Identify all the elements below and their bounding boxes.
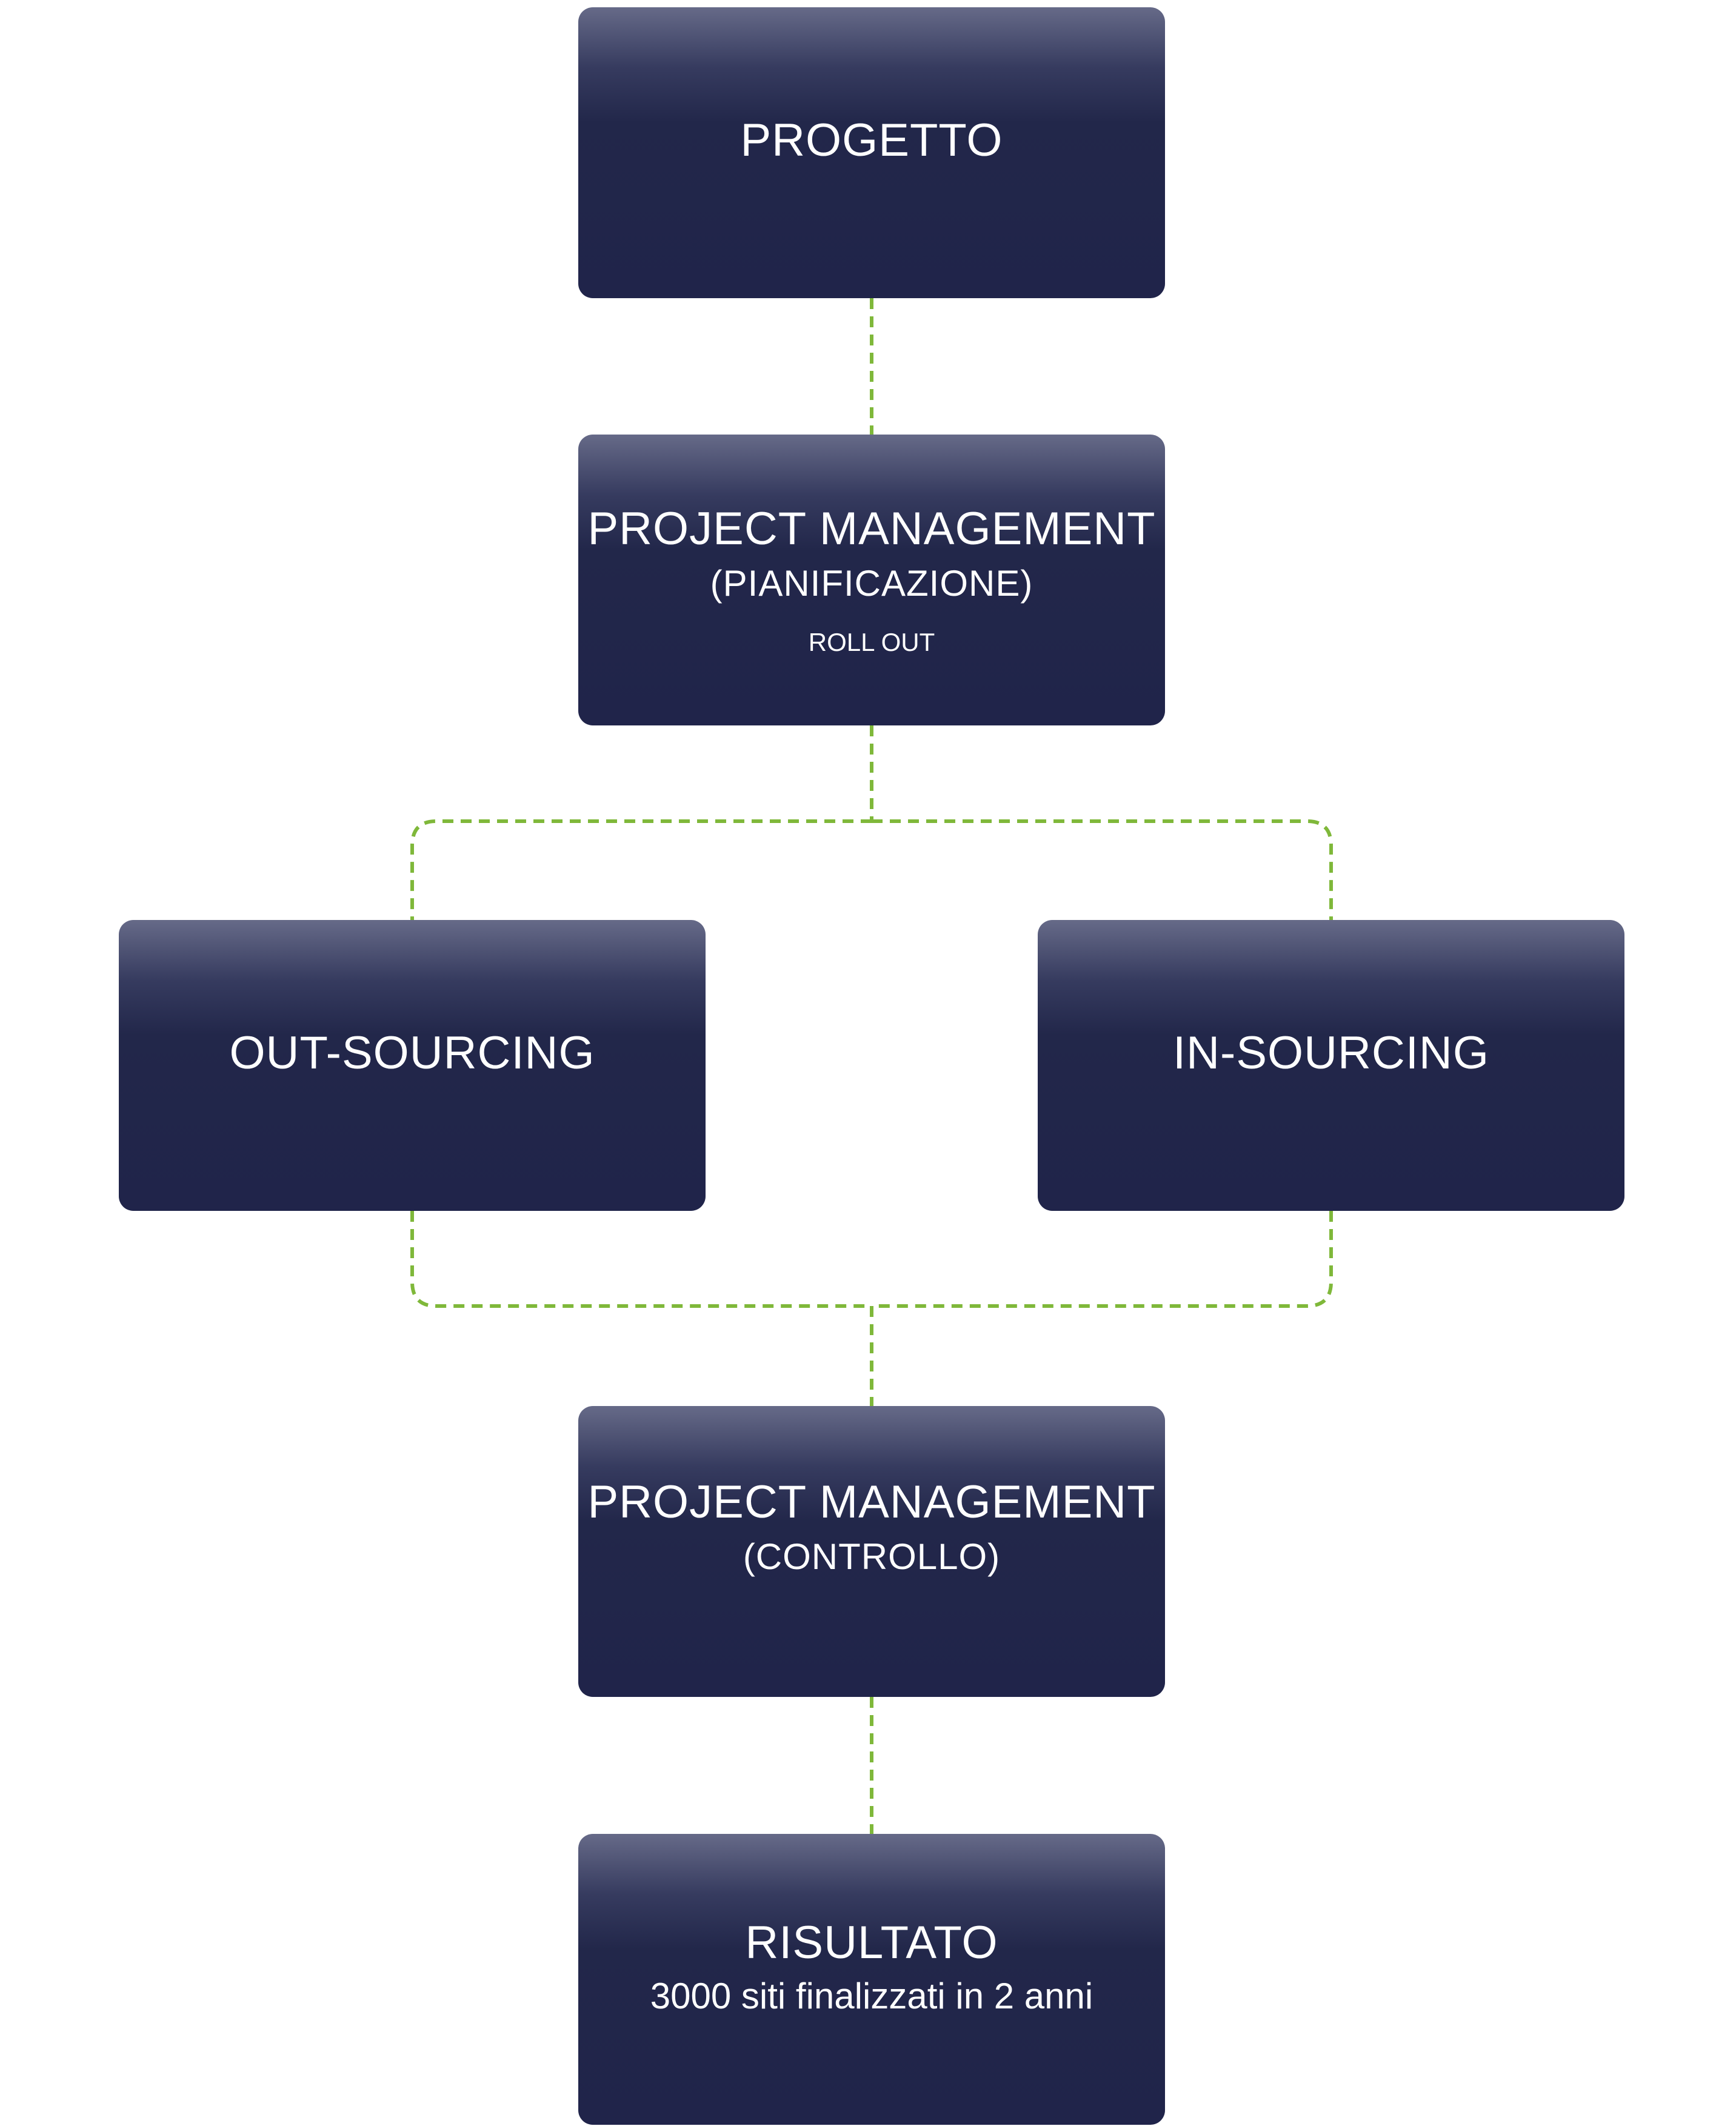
node-pm-control-title: PROJECT MANAGEMENT [587,1476,1156,1528]
edge-outsourcing-to-pm-control [410,1211,872,1308]
node-risultato-title: RISULTATO [745,1917,998,1969]
node-progetto: PROGETTO [578,7,1165,298]
edge-insourcing-to-pm-control [872,1211,1333,1308]
node-risultato: RISULTATO 3000 siti finalizzati in 2 ann… [578,1834,1165,2125]
node-insourcing-title: IN-SOURCING [1173,1027,1489,1079]
node-outsourcing-title: OUT-SOURCING [229,1027,595,1079]
node-insourcing: IN-SOURCING [1038,920,1624,1211]
node-outsourcing: OUT-SOURCING [119,920,706,1211]
node-pm-planning-note: ROLL OUT [808,627,935,656]
node-project-management-control: PROJECT MANAGEMENT (CONTROLLO) [578,1406,1165,1697]
node-risultato-detail: 3000 siti finalizzati in 2 anni [650,1975,1093,2016]
edge-pm-planning-to-outsourcing [410,819,872,920]
node-pm-control-subtitle: (CONTROLLO) [743,1536,1001,1577]
node-pm-planning-subtitle: (PIANIFICAZIONE) [710,562,1033,604]
edge-pm-planning-to-insourcing [872,819,1333,920]
node-project-management-planning: PROJECT MANAGEMENT (PIANIFICAZIONE) ROLL… [578,435,1165,725]
node-pm-planning-title: PROJECT MANAGEMENT [587,503,1156,555]
node-progetto-title: PROGETTO [740,115,1003,167]
